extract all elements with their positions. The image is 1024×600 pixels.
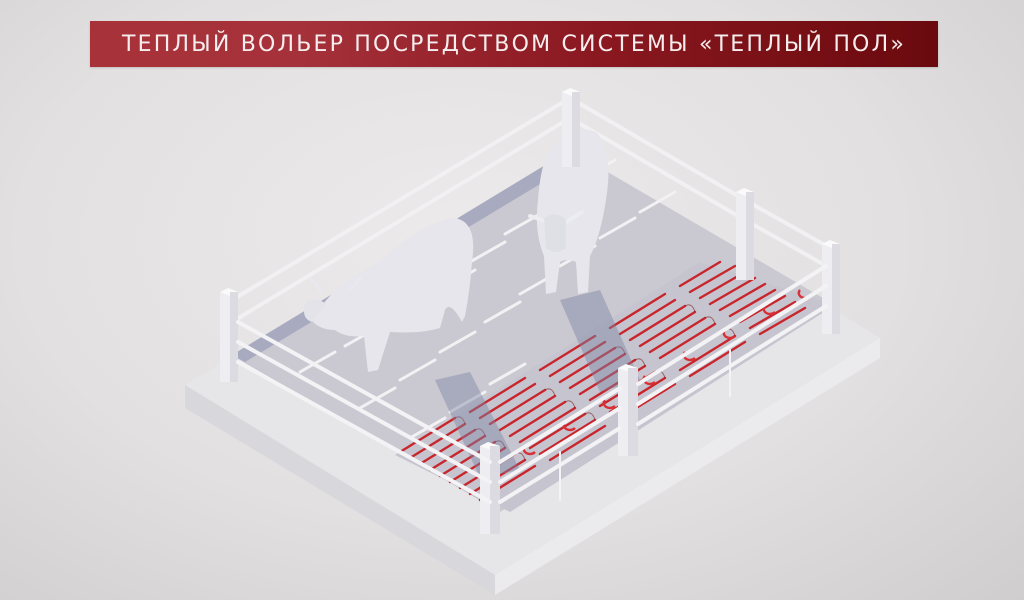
- cow-right: [528, 129, 609, 294]
- page-title: ТЕПЛЫЙ ВОЛЬЕР ПОСРЕДСТВОМ СИСТЕМЫ «ТЕПЛЫ…: [122, 31, 906, 57]
- fence-back: [230, 96, 832, 324]
- post-bottom: [480, 442, 500, 534]
- cow-left: [304, 218, 474, 372]
- post-top: [562, 88, 580, 167]
- post-mid-right: [736, 188, 754, 280]
- post-left: [220, 288, 238, 382]
- fence-front: [236, 264, 828, 504]
- heating-cable: [395, 260, 835, 512]
- post-mid-front: [618, 364, 638, 456]
- fence-posts: [220, 88, 840, 534]
- title-banner: ТЕПЛЫЙ ВОЛЬЕР ПОСРЕДСТВОМ СИСТЕМЫ «ТЕПЛЫ…: [90, 21, 938, 67]
